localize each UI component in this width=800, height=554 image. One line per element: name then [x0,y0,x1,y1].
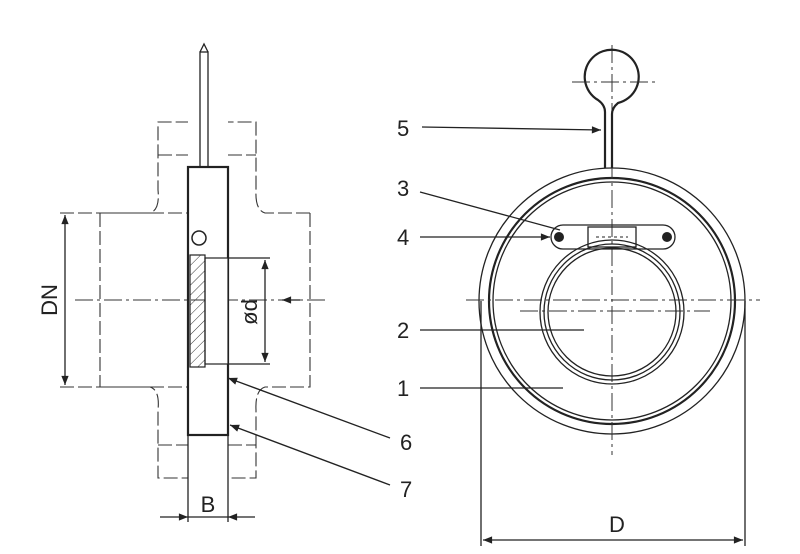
dimension-dn-label: DN [37,284,62,316]
disc [539,239,685,385]
hinge-spring [587,226,637,248]
lifting-eye [583,48,640,168]
callout-7: 7 [400,477,412,502]
stem [199,51,209,168]
hinge-pin-right [662,232,672,242]
callout-4: 4 [397,225,409,250]
callouts: 5 3 4 2 1 6 7 [397,116,412,502]
hinge-pin-left [554,232,564,242]
callout-5: 5 [397,116,409,141]
callout-2: 2 [397,318,409,343]
callout-3: 3 [397,176,409,201]
side-section-view: DN ød B [37,42,391,522]
flange-outline-right [228,121,311,479]
disc-section [189,254,206,368]
dimension-d-label: D [609,512,625,537]
hinge-pin [191,230,207,246]
dimension-od-label: ød [237,299,262,325]
dimension-b-label: B [201,492,216,517]
callout-1: 1 [397,376,409,401]
callout-6: 6 [400,430,412,455]
front-view: D [419,45,760,546]
hinge-arm [550,224,676,250]
